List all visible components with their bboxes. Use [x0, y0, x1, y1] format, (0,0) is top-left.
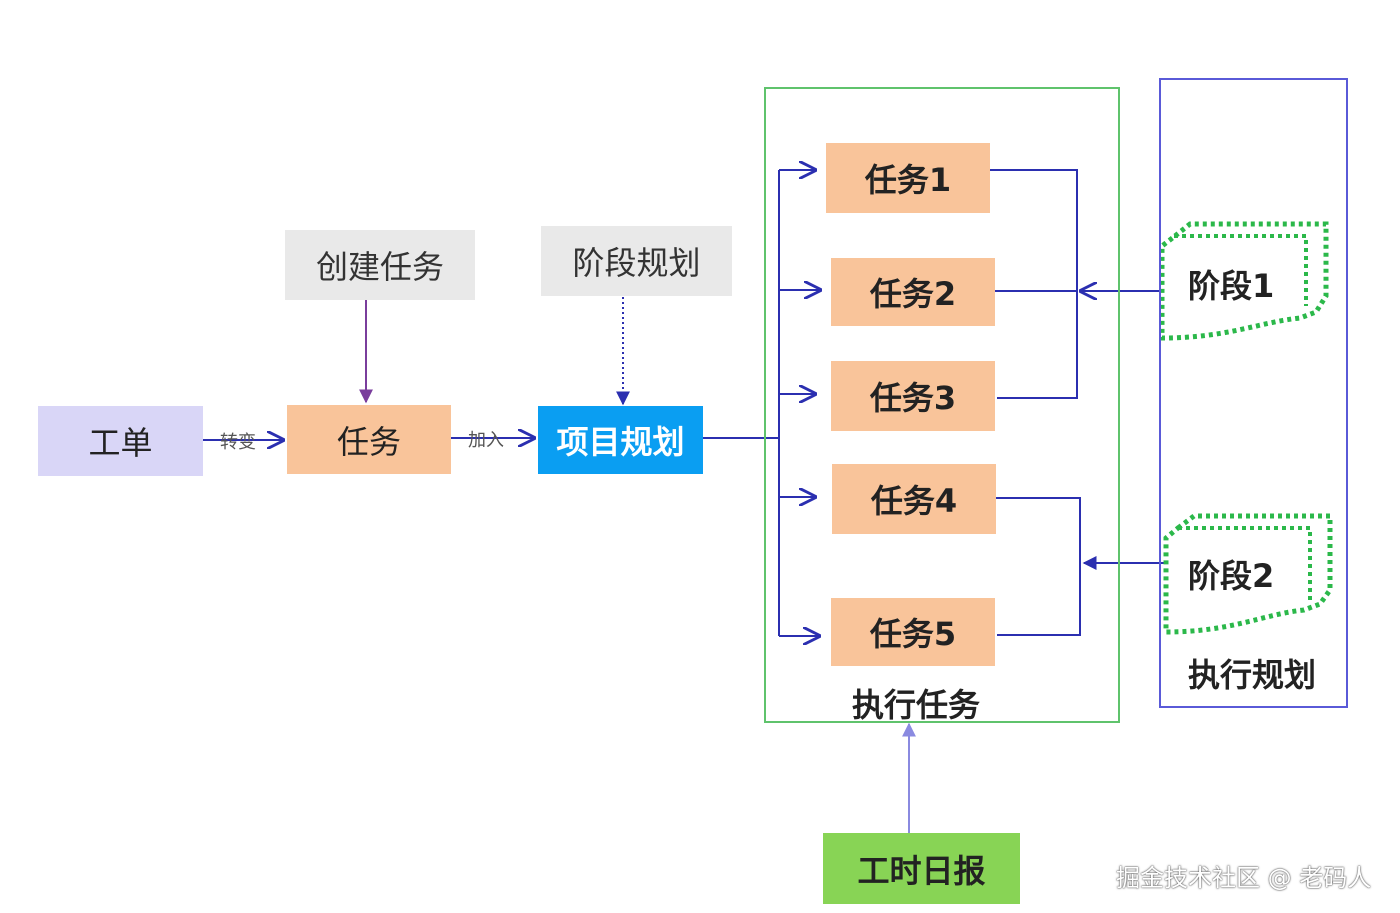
node-daily-report: 工时日报	[823, 833, 1020, 904]
watermark: 掘金技术社区 @ 老码人	[1116, 864, 1372, 892]
node-project-planning: 项目规划	[538, 406, 703, 474]
node-stage-planning: 阶段规划	[541, 226, 732, 296]
node-stage1: 阶段1	[1188, 267, 1275, 305]
execute-planning-group	[1159, 78, 1348, 708]
node-task2: 任务2	[831, 258, 995, 326]
stage2-dotted-inner	[1178, 526, 1312, 600]
node-stage2: 阶段2	[1188, 557, 1275, 595]
node-task4: 任务4	[832, 464, 996, 534]
node-task1: 任务1	[826, 143, 990, 213]
node-task5: 任务5	[831, 598, 995, 666]
label-execute-planning: 执行规划	[1188, 656, 1317, 694]
bracket-stage2	[996, 497, 1081, 636]
stage1-dotted-inner	[1174, 234, 1308, 306]
node-task: 任务	[287, 405, 451, 474]
label-execute-tasks: 执行任务	[852, 686, 981, 724]
node-work-order: 工单	[38, 406, 203, 476]
edge-label-join: 加入	[468, 430, 504, 451]
node-task3: 任务3	[831, 361, 995, 431]
execute-tasks-group	[764, 87, 1120, 723]
edge-label-convert: 转变	[220, 432, 256, 453]
bracket-stage1	[990, 169, 1078, 399]
stage1-dotted-shape	[1159, 221, 1329, 341]
node-create-task: 创建任务	[285, 230, 475, 300]
